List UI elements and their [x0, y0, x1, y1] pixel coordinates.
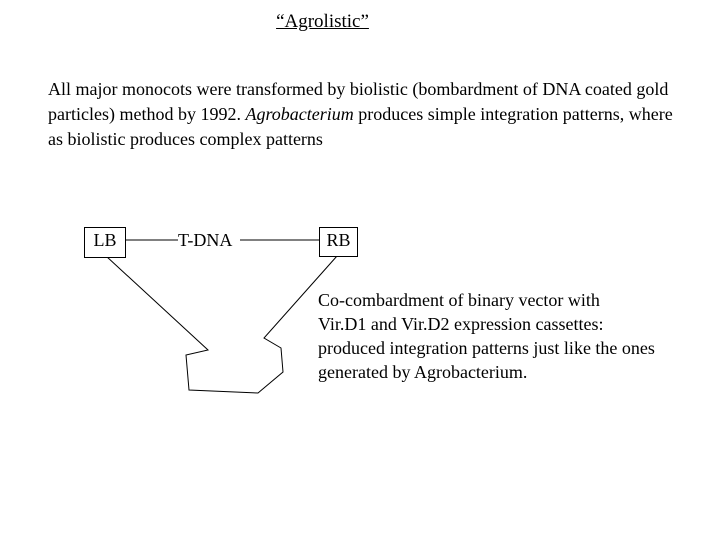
- intro-text-start: All major monocots were transformed by b…: [48, 79, 669, 124]
- intro-text-end: produces simple integration patterns, wh…: [48, 104, 673, 149]
- intro-paragraph: All major monocots were transformed by b…: [48, 77, 688, 152]
- left-border-box: LB: [84, 227, 126, 258]
- right-border-box: RB: [319, 227, 358, 257]
- note-line: Vir.D1 and Vir.D2 expression cassettes:: [318, 314, 604, 334]
- co-bombardment-note: Co-combardment of binary vector with Vir…: [318, 288, 713, 384]
- slide-title: “Agrolistic”: [276, 11, 369, 32]
- note-line: produced integration patterns just like …: [318, 338, 655, 358]
- note-line: generated by Agrobacterium.: [318, 362, 528, 382]
- intro-italic-term: Agrobacterium: [245, 104, 354, 124]
- tdna-label: T-DNA: [178, 230, 233, 250]
- tdna-integration-loop: [105, 255, 338, 394]
- note-line: Co-combardment of binary vector with: [318, 290, 600, 310]
